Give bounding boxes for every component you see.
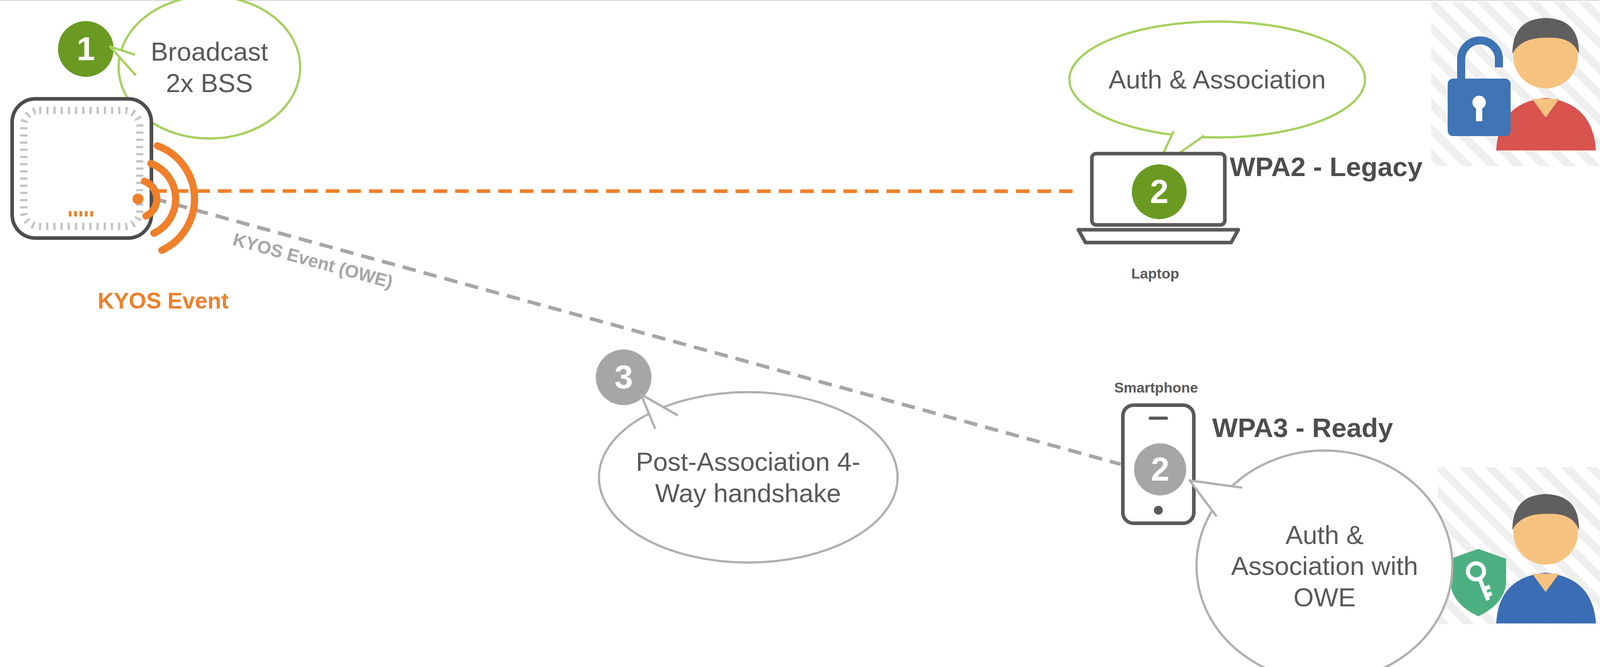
lock-shackle — [1461, 40, 1499, 80]
access-point-leds — [68, 211, 96, 217]
access-point-vents — [23, 110, 140, 227]
radio-source — [132, 193, 144, 205]
bubble-outline — [597, 390, 900, 564]
device-icon: KYOS Event — [10, 97, 154, 240]
bubble-tail — [640, 394, 678, 430]
user-shirt — [1496, 97, 1596, 151]
dashed-connector — [153, 189, 1077, 194]
radio-waves — [132, 146, 195, 251]
bubble-tail — [110, 46, 136, 76]
bubble-text: Auth & Association — [1108, 63, 1326, 96]
phone-speaker — [1150, 416, 1167, 421]
disc-ring — [1128, 160, 1191, 223]
shield — [1450, 549, 1507, 617]
laptop-base — [1078, 230, 1239, 243]
laptop-screen — [1091, 153, 1225, 226]
bubble-text: Post-Association 4-Way handshake — [632, 446, 864, 509]
wpa3-user-icon — [1437, 467, 1600, 625]
speech-bubble: Auth & Association with OWE — [1195, 449, 1454, 667]
bubble-ellipse — [1196, 450, 1453, 667]
disc-ring — [1130, 439, 1190, 500]
number-text: 1 — [76, 32, 95, 66]
speech-bubble: Auth & Association — [1068, 20, 1367, 139]
disc-fill — [1131, 164, 1187, 220]
user-hair — [1512, 17, 1579, 54]
user-shirt — [1496, 572, 1596, 624]
number-text: 2 — [1149, 175, 1169, 209]
user-neck — [1532, 573, 1560, 593]
disc-fill — [57, 21, 114, 77]
radio-wave — [144, 181, 157, 217]
key-bow — [1467, 563, 1485, 580]
callout-number: 1 — [57, 21, 114, 77]
legacy-user-icon — [1431, 1, 1600, 167]
access-point-housing — [12, 98, 152, 239]
user-neck — [1532, 98, 1560, 118]
lock-body — [1447, 78, 1511, 137]
phone-body — [1122, 405, 1194, 524]
bubble-tail-fill — [1189, 480, 1243, 517]
bubble-text: Broadcast 2x BSS — [141, 35, 277, 99]
bubble-text: Auth & Association with OWE — [1227, 519, 1422, 614]
user-hair — [1512, 494, 1579, 531]
device-label: KYOS Event — [97, 288, 229, 315]
device-icon: Smartphone2 — [1120, 403, 1197, 526]
stripe-ground — [1437, 467, 1600, 625]
phone-button — [1153, 505, 1163, 515]
security-label: WPA3 - Ready — [1212, 412, 1393, 444]
stripe-ground — [1431, 1, 1600, 167]
callout-number: 2 — [1130, 162, 1189, 222]
disc-fill — [1134, 443, 1187, 496]
bubble-ellipse — [1069, 21, 1366, 138]
security-label: WPA2 - Legacy — [1229, 151, 1423, 183]
radio-wave — [157, 146, 195, 251]
callout-number: 2 — [1132, 441, 1188, 498]
number-text: 3 — [614, 360, 633, 395]
number-text: 2 — [1150, 452, 1170, 487]
device-drawing — [10, 97, 154, 240]
speech-bubble: Post-Association 4-Way handshake — [597, 390, 900, 564]
radio-wave — [150, 163, 176, 234]
lock-keyhole — [1475, 104, 1483, 122]
device-icon: Laptop2 — [1076, 150, 1241, 245]
key-shaft — [1479, 578, 1492, 601]
device-label: Laptop — [1131, 265, 1180, 283]
bubble-tail-fill — [110, 46, 136, 76]
bubble-tail-fill — [640, 394, 678, 430]
bubble-tail — [1189, 480, 1243, 517]
connector-label: KYOS Event (OWE) — [230, 229, 396, 293]
device-label: Smartphone — [1114, 379, 1199, 397]
bubble-ellipse — [598, 392, 898, 563]
